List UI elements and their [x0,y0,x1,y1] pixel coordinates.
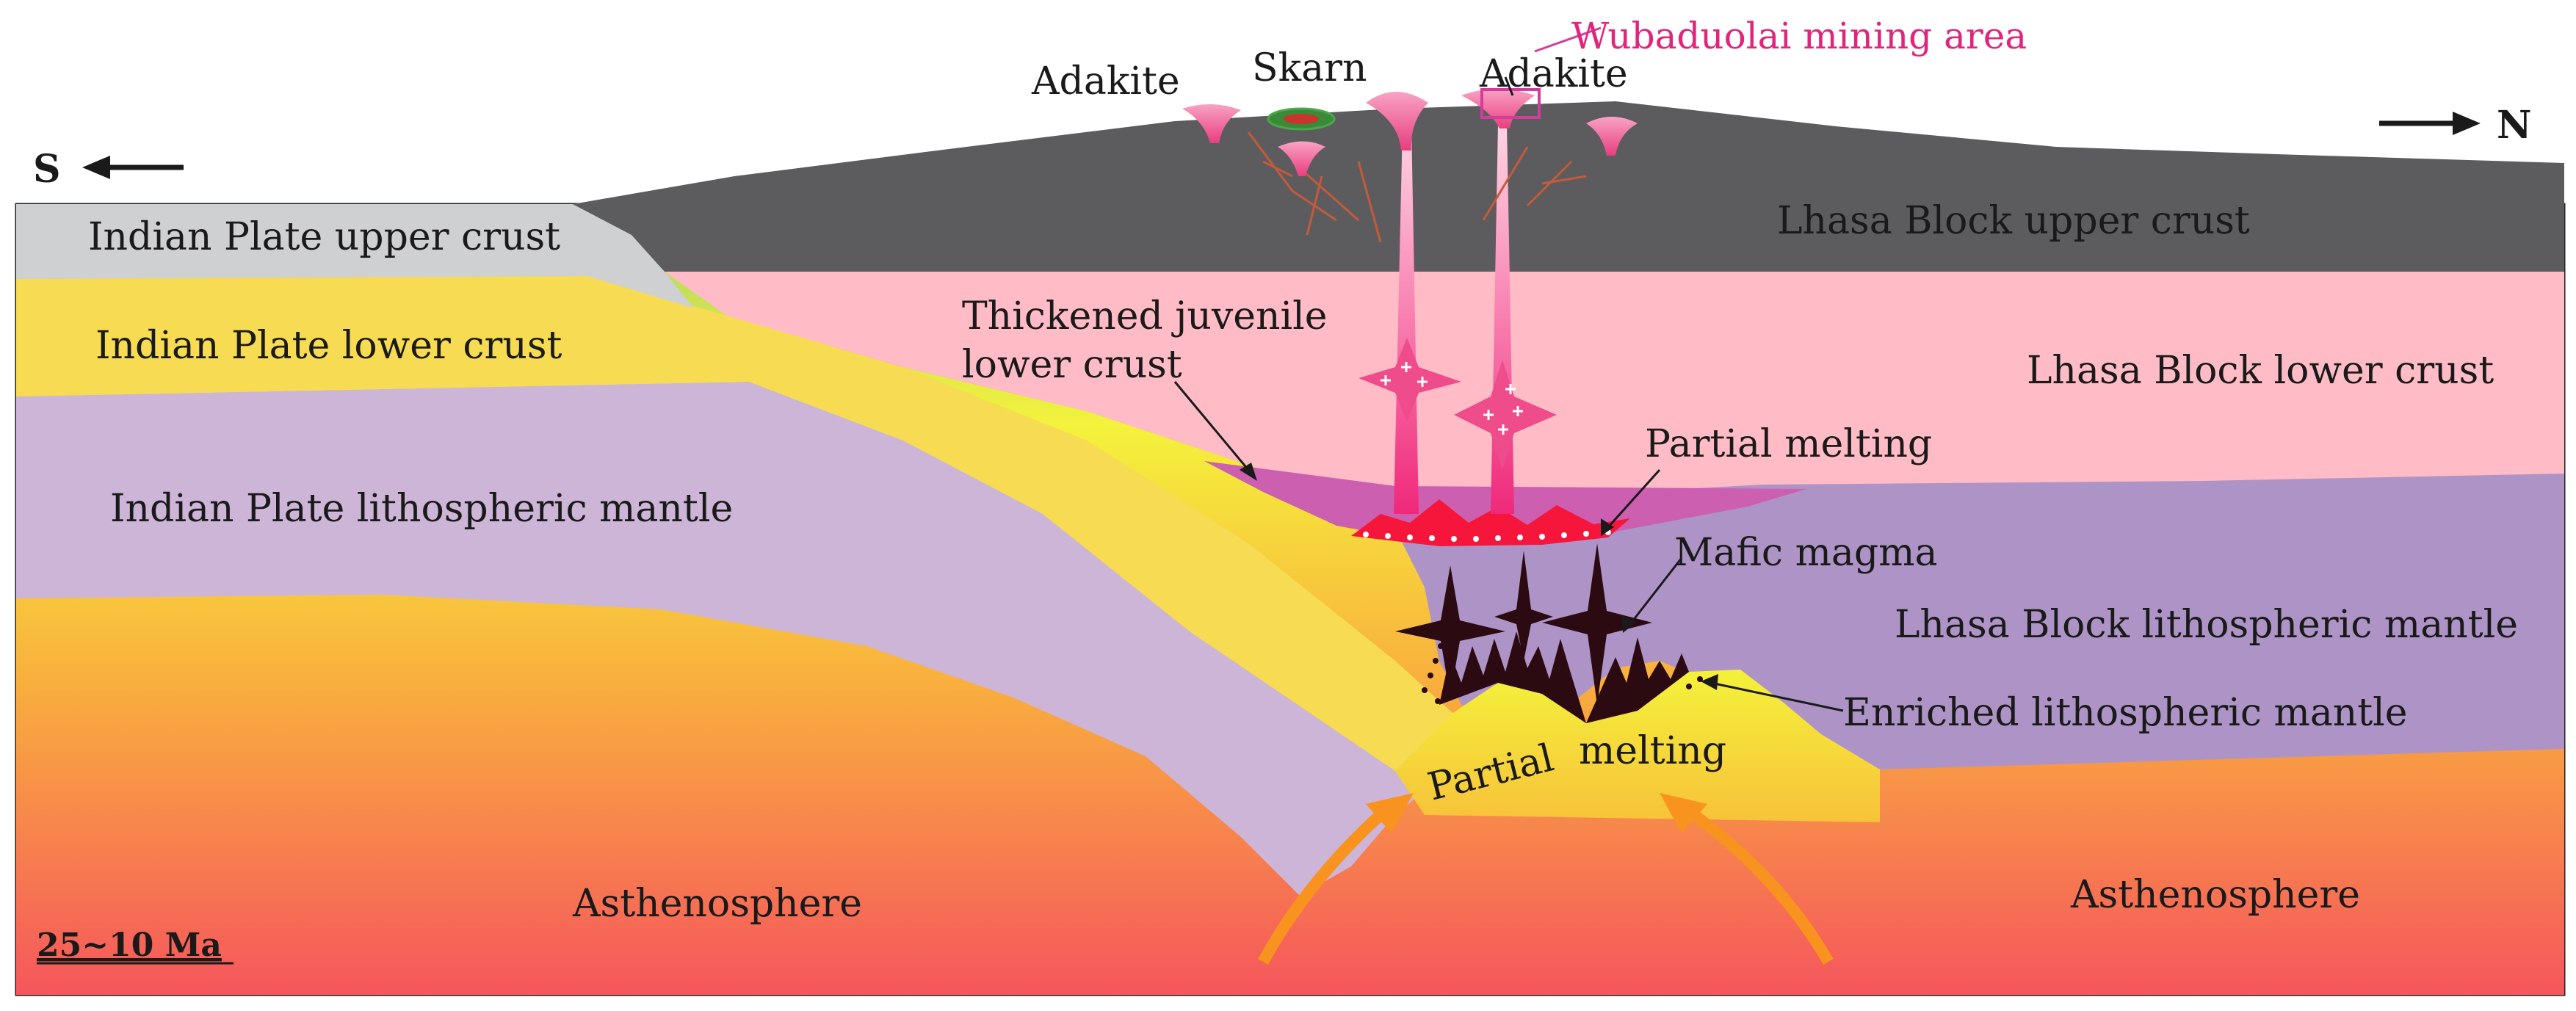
partial-melting-dots [1363,529,1611,542]
label-asthenosphere-right: Asthenosphere [2070,873,2360,917]
asthenosphere-dome [1395,670,1880,822]
upwelling-arrows [1257,793,1834,965]
south-arrow-icon [82,156,184,179]
leader-arrowheads [1240,463,1718,690]
partial-melting-glow [1351,499,1630,546]
magma-dyke-left [1394,125,1419,514]
label-asthenosphere-left: Asthenosphere [572,882,862,926]
label-indian-upper-crust: Indian Plate upper crust [88,215,560,259]
label-lhasa-upper-crust: Lhasa Block upper crust [1777,199,2250,243]
label-adakite-right: Adakite [1479,52,1628,96]
label-partial-lower-b: melting [1579,729,1726,773]
label-thickened-line1: Thickened juvenile [962,294,1328,338]
magma-chamber-left [1358,338,1461,422]
label-age: 25~10 Ma [37,927,222,964]
label-skarn: Skarn [1252,46,1367,90]
lhasa-upper-crust [573,101,2564,272]
label-enriched-mantle: Enriched lithospheric mantle [1843,691,2408,735]
indian-lower-crust [16,276,1476,778]
leader-lines [1173,76,1844,712]
magma-chamber-right [1454,360,1557,470]
enriched-mantle-melt-spikes [1439,631,1689,723]
label-north: N [2497,103,2532,148]
label-indian-lower-crust: Indian Plate lower crust [95,324,562,368]
north-arrow-icon [2379,112,2481,135]
enriched-mantle-dots [1422,632,1703,704]
label-mining-area: Wubaduolai mining area [1571,15,2027,57]
mafic-magma-stars [1395,543,1652,705]
mining-area-leader [1534,26,1602,53]
indian-upper-crust [16,204,694,308]
label-lhasa-mantle: Lhasa Block lithospheric mantle [1895,603,2518,647]
adakite-bodies [1182,89,1638,176]
indian-lithospheric-mantle [16,382,1439,896]
label-partial-melting-upper: Partial melting [1645,422,1932,466]
magma-chamber-crosses [1381,362,1523,435]
label-mafic-magma: Mafic magma [1674,531,1938,575]
label-adakite-left: Adakite [1031,59,1180,104]
lhasa-lower-crust [665,272,2564,518]
label-thickened-line2: lower crust [962,343,1182,387]
label-lhasa-lower-crust: Lhasa Block lower crust [2027,349,2494,393]
faults [1247,131,1587,243]
skarn-core [1284,114,1319,124]
label-indian-mantle: Indian Plate lithospheric mantle [110,487,733,531]
label-south: S [33,147,61,192]
